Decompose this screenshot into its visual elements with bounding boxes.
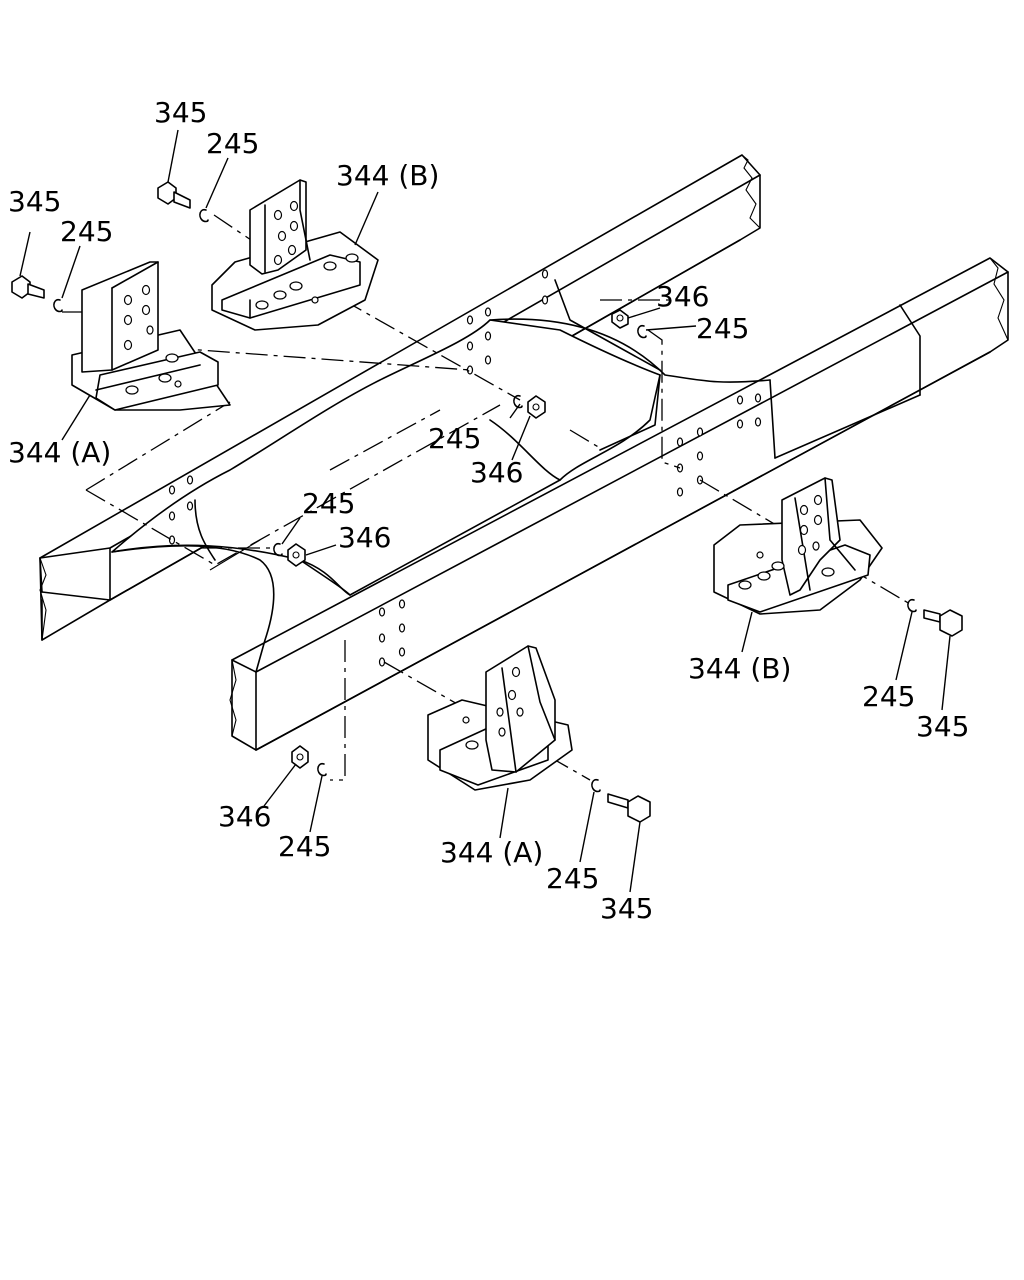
label-nut-346-d: 346	[218, 800, 271, 833]
nut-346-a	[611, 309, 629, 329]
label-bolt-345-c: 345	[916, 710, 969, 743]
part-labels: 345 245 344 (B) 345 245 344 (A) 346 245 …	[8, 96, 969, 925]
cross-member	[111, 279, 771, 673]
washer-245-b	[199, 208, 209, 223]
label-bracket-344b-right: 344 (B)	[688, 652, 791, 685]
washer-245-a	[53, 298, 63, 313]
label-bolt-345-d: 345	[600, 892, 653, 925]
label-washer-245-e: 245	[302, 487, 355, 520]
nut-346-d	[291, 745, 309, 769]
fasteners	[11, 181, 963, 823]
label-washer-245-b: 245	[60, 215, 113, 248]
washer-245-e	[273, 542, 283, 557]
bracket-344b-right	[713, 477, 883, 615]
frame-holes	[168, 269, 762, 667]
bolt-345-d	[607, 793, 651, 823]
label-washer-245-h: 245	[546, 862, 599, 895]
bolt-345-c	[923, 609, 963, 637]
label-washer-245-a: 245	[206, 127, 259, 160]
nut-346-b	[527, 395, 546, 419]
label-nut-346-b: 346	[470, 456, 523, 489]
label-washer-245-g: 245	[278, 830, 331, 863]
label-washer-245-f: 245	[862, 680, 915, 713]
bolt-345-a	[11, 275, 45, 299]
label-bolt-345-a: 345	[154, 96, 207, 129]
washer-245-g	[317, 762, 327, 777]
washer-245-d	[513, 394, 523, 409]
washer-245-h	[591, 778, 601, 793]
label-washer-245-c: 245	[696, 312, 749, 345]
leader-lines	[19, 129, 951, 893]
label-bracket-344b-top: 344 (B)	[336, 159, 439, 192]
washer-245-c	[637, 324, 647, 339]
chassis-frame	[39, 154, 1009, 751]
label-nut-346-a: 346	[656, 280, 709, 313]
bracket-344a-left	[71, 261, 231, 411]
label-washer-245-d: 245	[428, 422, 481, 455]
label-bracket-344a-left: 344 (A)	[8, 436, 111, 469]
bolt-345-b	[157, 181, 191, 209]
nut-346-c	[287, 543, 306, 567]
label-bracket-344a-bottom: 344 (A)	[440, 836, 543, 869]
bracket-344b-top	[211, 179, 379, 331]
bracket-344a-bottom	[427, 645, 573, 791]
label-bolt-345-b: 345	[8, 185, 61, 218]
label-nut-346-c: 346	[338, 521, 391, 554]
washer-245-f	[907, 598, 917, 613]
